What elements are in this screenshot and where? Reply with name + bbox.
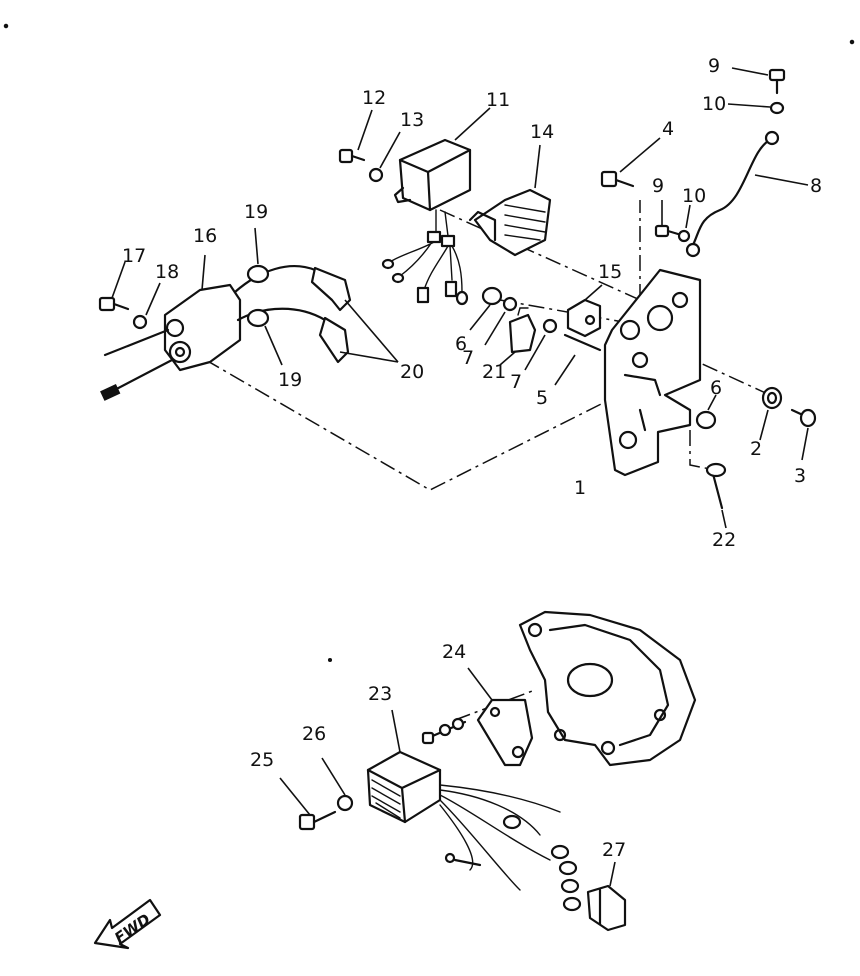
part-15-clamp <box>566 284 603 338</box>
callout-7a: 7 <box>462 347 474 369</box>
callout-19b: 19 <box>278 369 302 391</box>
part-10-washer-upper <box>727 101 785 115</box>
scan-specks <box>3 23 855 663</box>
callout-10b: 10 <box>682 185 706 207</box>
part-6-nut-upper <box>469 286 503 331</box>
callout-14: 14 <box>530 121 554 143</box>
part-7-washer-a <box>484 296 518 346</box>
part-5-stud <box>554 333 602 386</box>
part-11-cdi-unit <box>381 107 491 306</box>
callout-22: 22 <box>712 529 736 551</box>
part-27-connector <box>586 861 627 932</box>
callout-16: 16 <box>193 225 217 247</box>
callout-26: 26 <box>302 723 326 745</box>
callout-23: 23 <box>368 683 392 705</box>
part-17-bolt <box>98 261 130 312</box>
part-7-washer-b <box>524 318 558 371</box>
callout-6b: 6 <box>710 377 722 399</box>
callout-1: 1 <box>574 477 586 499</box>
part-13-washer <box>368 131 401 183</box>
callout-12: 12 <box>362 87 386 109</box>
callout-27: 27 <box>602 839 626 861</box>
callout-labels: 1 2 3 4 5 6 6 7 7 8 9 9 10 10 11 12 13 1… <box>122 55 822 861</box>
callout-2: 2 <box>750 438 762 460</box>
part-16-ignition-coil <box>100 254 242 401</box>
callout-24: 24 <box>442 641 466 663</box>
part-14-rectifier <box>468 144 552 257</box>
part-25-bolt <box>279 777 337 831</box>
part-26-washer <box>321 757 354 812</box>
callout-4: 4 <box>662 118 674 140</box>
callout-25: 25 <box>250 749 274 771</box>
callout-6a: 6 <box>455 333 467 355</box>
callout-17: 17 <box>122 245 146 267</box>
part-2-grommet <box>759 386 783 441</box>
callout-10a: 10 <box>702 93 726 115</box>
callout-19a: 19 <box>244 201 268 223</box>
callout-21: 21 <box>482 361 506 383</box>
callout-13: 13 <box>400 109 424 131</box>
part-8-ground-lead <box>685 130 809 258</box>
callout-18: 18 <box>155 261 179 283</box>
part-9-bolt-lower <box>654 200 680 238</box>
crankcase-cover <box>518 610 697 767</box>
part-22-bolt <box>705 462 727 529</box>
callout-15: 15 <box>598 261 622 283</box>
part-1-bracket <box>603 268 702 477</box>
part-6-nut-lower <box>695 394 717 430</box>
part-23-regulator <box>366 709 582 912</box>
fwd-arrow-icon: FWD <box>93 898 162 950</box>
callout-7b: 7 <box>510 371 522 393</box>
part-10-washer-lower <box>677 204 691 243</box>
callout-3: 3 <box>794 465 806 487</box>
callout-8: 8 <box>810 175 822 197</box>
part-24-bracket <box>421 667 534 767</box>
part-9-bolt-upper <box>731 67 786 95</box>
part-4-bolt <box>600 137 661 188</box>
part-3-screw <box>790 408 817 461</box>
callout-20: 20 <box>400 361 424 383</box>
part-21-terminal <box>499 307 537 366</box>
part-18-washer <box>132 282 161 330</box>
callout-9b: 9 <box>652 175 664 197</box>
callout-11: 11 <box>486 89 510 111</box>
part-19-20-spark-plug-leads <box>233 227 399 366</box>
part-12-bolt <box>338 109 373 164</box>
callout-5: 5 <box>536 387 548 409</box>
callout-9a: 9 <box>708 55 720 77</box>
